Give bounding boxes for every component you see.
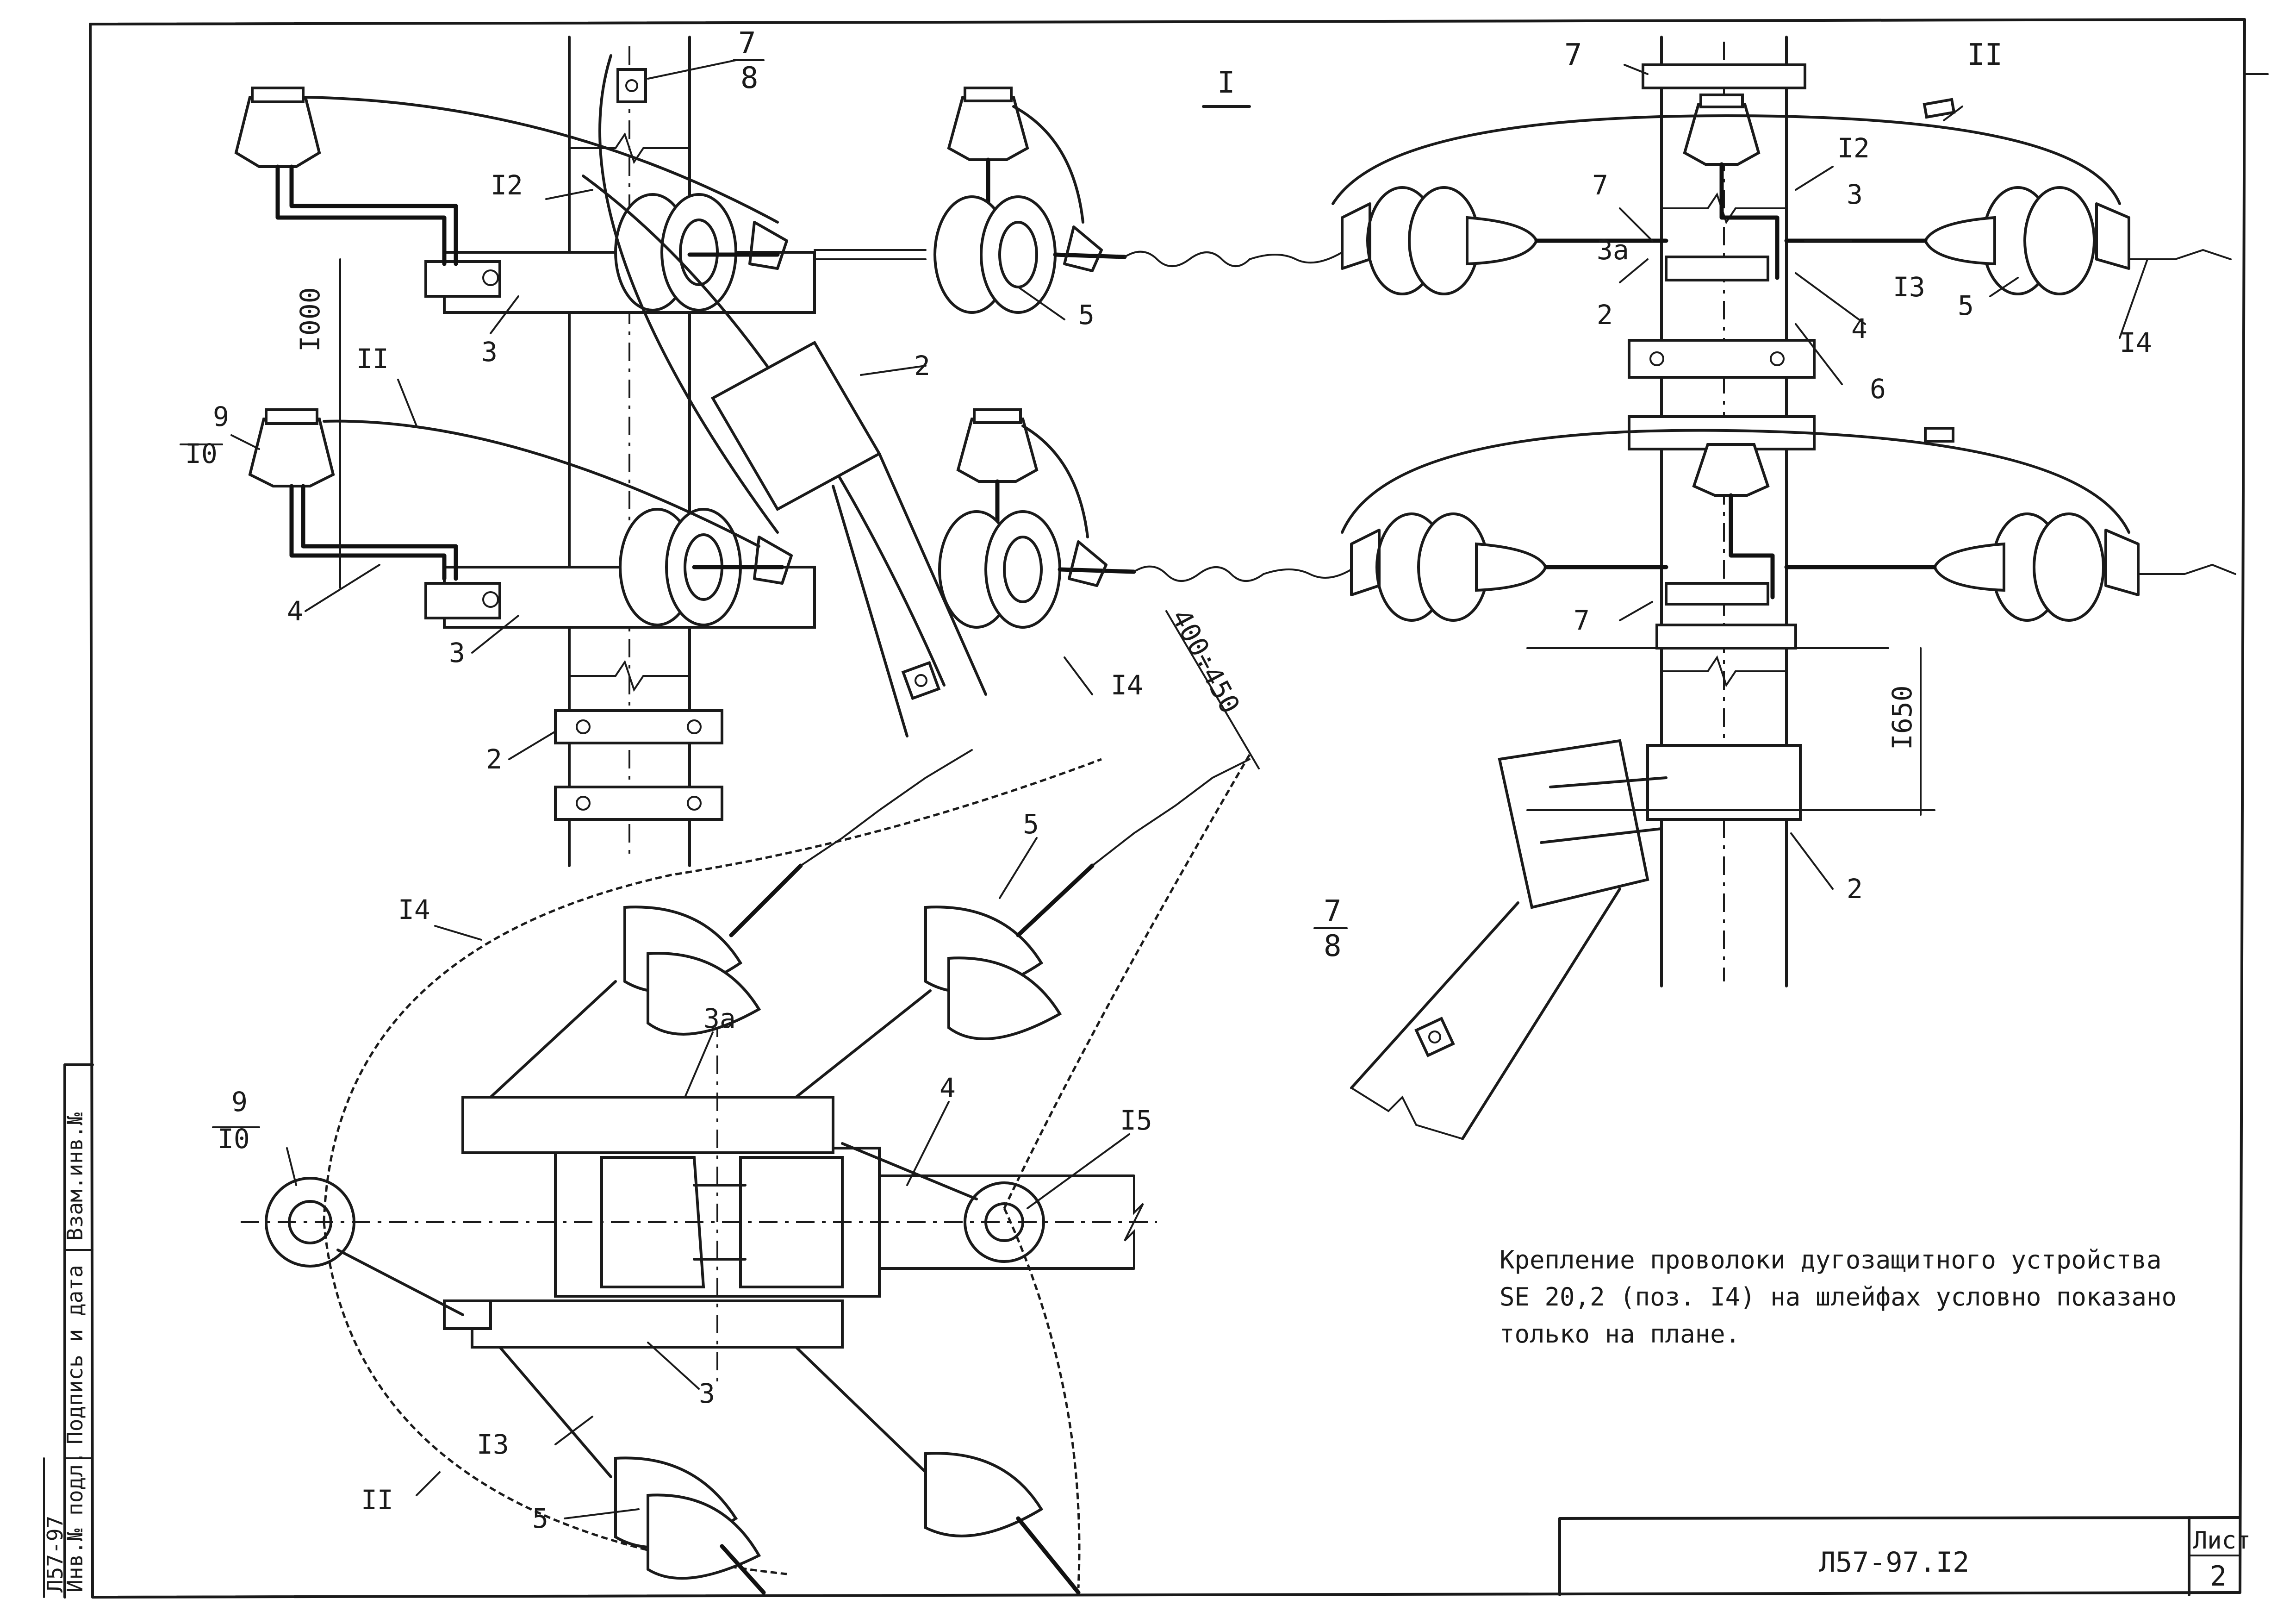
callout-11-plan: II bbox=[361, 1484, 393, 1516]
callout-8-left-top: 8 bbox=[740, 61, 759, 95]
left-upper-strain-strings bbox=[614, 193, 1251, 314]
sheet-label: Лист bbox=[2193, 1527, 2251, 1555]
title-block: Л57-97.I2 Лист 2 bbox=[1558, 1516, 2251, 1596]
left-diagonal-bracket bbox=[710, 340, 987, 737]
callout-3-plan: 3 bbox=[699, 1378, 715, 1409]
callout-13-right: I3 bbox=[1893, 271, 1925, 303]
callout-13-plan: I3 bbox=[477, 1429, 509, 1460]
callout-3-right: 3 bbox=[1847, 179, 1863, 210]
left-lower-strain-strings bbox=[619, 508, 1264, 629]
callout-3a-right: 3a bbox=[1597, 234, 1629, 266]
side-stamp-code: Л57-97 bbox=[43, 1516, 68, 1593]
dim-1000: I000 bbox=[294, 287, 326, 352]
note-line-2: SE 20,2 (поз. I4) на шлейфах условно пок… bbox=[1500, 1282, 2177, 1312]
callout-4-right: 4 bbox=[1851, 313, 1867, 344]
callout-5-left-upper: 5 bbox=[1078, 299, 1095, 331]
right-diagonal-bracket bbox=[1350, 739, 1668, 1140]
drawing-note: Крепление проволоки дугозащитного устрой… bbox=[1500, 1245, 2177, 1349]
callout-9-left: 9 bbox=[213, 401, 229, 432]
callout-10-plan: I0 bbox=[218, 1123, 250, 1155]
sheet-frame bbox=[89, 18, 2269, 1599]
dim-400-450: 400÷450 bbox=[1165, 604, 1246, 719]
sheet-number: 2 bbox=[2210, 1560, 2227, 1593]
right-pole-elevation bbox=[1628, 36, 1816, 987]
right-strain-strings bbox=[1249, 186, 2236, 622]
callout-7-left-top: 7 bbox=[738, 26, 756, 61]
left-jumper-wires bbox=[304, 54, 1089, 687]
callout-7-right-lower: 7 bbox=[1574, 605, 1590, 636]
dimension-lines bbox=[339, 258, 1935, 816]
left-upper-pin-insulators bbox=[234, 87, 1029, 266]
callout-14-plan: I4 bbox=[398, 894, 430, 925]
callout-14-right: I4 bbox=[2120, 327, 2152, 358]
callout-12-right: I2 bbox=[1837, 132, 1870, 164]
callout-7-right-top: 7 bbox=[1564, 38, 1582, 72]
callout-4-plan: 4 bbox=[940, 1072, 956, 1104]
plan-view bbox=[241, 749, 1251, 1595]
callout-12-left: I2 bbox=[491, 169, 523, 201]
callout-5-plan-lower: 5 bbox=[532, 1503, 548, 1534]
callout-6-right: 6 bbox=[1870, 373, 1886, 405]
callout-15-plan: I5 bbox=[1120, 1105, 1152, 1136]
callout-3a-plan: 3a bbox=[703, 1003, 736, 1034]
note-line-1: Крепление проволоки дугозащитного устрой… bbox=[1500, 1245, 2161, 1274]
callout-14-left: I4 bbox=[1111, 669, 1143, 701]
callout-10-left: I0 bbox=[185, 438, 218, 469]
callout-9-plan: 9 bbox=[231, 1086, 248, 1118]
left-lower-pin-insulators bbox=[248, 408, 1039, 581]
callout-3-left-upper: 3 bbox=[481, 336, 498, 368]
callout-3-left-lower: 3 bbox=[449, 637, 465, 668]
left-pole-elevation bbox=[424, 36, 816, 867]
side-stamp-sign: Подпись и дата bbox=[62, 1265, 87, 1444]
callout-leaders bbox=[230, 59, 2148, 1519]
callout-2-left-lower: 2 bbox=[486, 743, 502, 775]
drawing-code: Л57-97.I2 bbox=[1819, 1546, 1969, 1579]
callout-5-right: 5 bbox=[1958, 290, 1974, 321]
callout-2-left-diag: 2 bbox=[914, 350, 930, 381]
callout-11-right: II bbox=[1967, 38, 2003, 72]
callout-4-left: 4 bbox=[287, 595, 303, 627]
side-stamp: Взам.инв.№ Подпись и дата Инв.№ подл. Л5… bbox=[43, 1063, 94, 1599]
callout-2-right: 2 bbox=[1597, 299, 1613, 331]
callout-7-right-diag: 7 bbox=[1324, 894, 1342, 929]
right-pin-insulators bbox=[1683, 94, 1780, 600]
callout-8-right-diag: 8 bbox=[1324, 929, 1342, 963]
side-stamp-replace: Взам.инв.№ bbox=[62, 1112, 87, 1241]
section-label: I bbox=[1217, 66, 1235, 100]
right-arched-jumpers bbox=[1332, 98, 2130, 534]
callout-7-right-mid: 7 bbox=[1592, 169, 1608, 201]
dim-1650: I650 bbox=[1886, 685, 1918, 750]
callout-11-left: II bbox=[356, 343, 389, 375]
side-stamp-inv: Инв.№ подл. bbox=[62, 1451, 87, 1593]
callout-2-right-lower: 2 bbox=[1847, 873, 1863, 905]
note-line-3: только на плане. bbox=[1500, 1319, 1740, 1349]
callout-5-plan-upper: 5 bbox=[1023, 808, 1039, 840]
